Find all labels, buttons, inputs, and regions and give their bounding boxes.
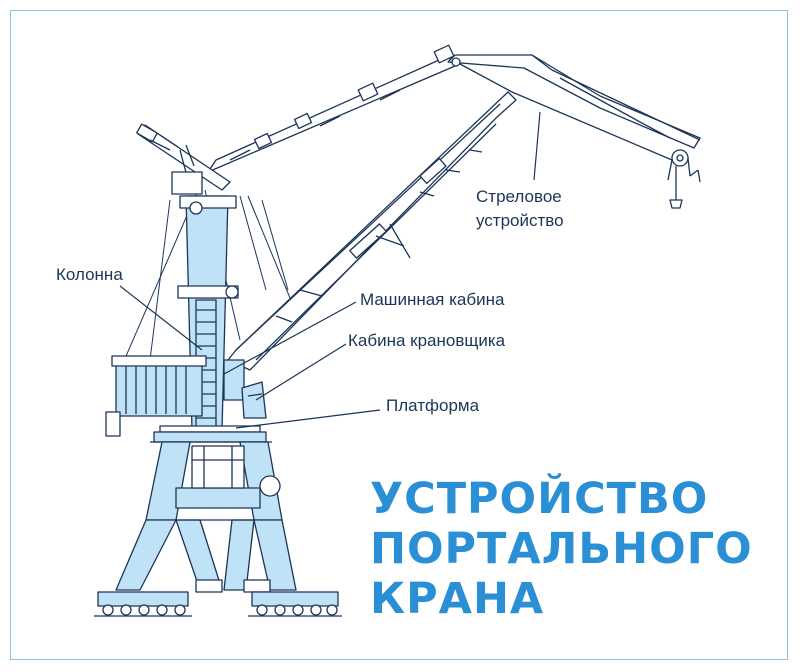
platform [150,425,272,443]
counterweight-beam [136,123,231,191]
machine-cabin [105,355,245,437]
operator-cabin [241,381,267,419]
leader-operator-cabin [255,343,347,401]
label-column: Колонна [56,265,123,284]
label-machine-cabin: Машинная кабина [360,290,505,309]
label-boom-line-1: Стреловое [476,187,562,206]
title-line-2: ПОРТАЛЬНОГО [370,524,753,574]
upper-jib [447,54,701,209]
title-line-3: КРАНА [370,574,545,624]
leader-column [119,285,203,351]
leader-boom [533,111,541,181]
leader-lines [119,111,541,429]
bogies [94,591,342,617]
main-boom [227,91,517,371]
label-boom-line-2: устройство [476,211,564,230]
title-line-1: УСТРОЙСТВО [370,474,709,524]
leader-machine-cabin [223,301,357,375]
frame-border [10,10,788,660]
label-operator-cabin: Кабина крановщика [348,331,506,350]
rear-boom-arm [207,44,456,173]
portal [115,441,297,593]
label-platform: Платформа [386,396,480,415]
leader-platform [235,409,381,429]
label-boom: Стреловое устройство [476,185,564,233]
